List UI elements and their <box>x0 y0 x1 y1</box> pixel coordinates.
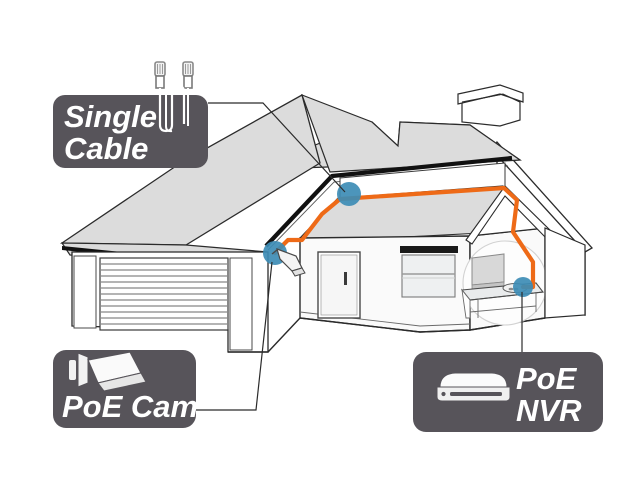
label-poe-cam[interactable]: PoE Cam <box>53 350 198 428</box>
poe-cam-label: PoE Cam <box>62 389 198 424</box>
garage-roller-door[interactable] <box>99 257 229 331</box>
window-awning-icon <box>400 246 458 253</box>
leader-single-cable <box>208 102 346 193</box>
right-return-wall <box>544 227 586 319</box>
entry-door[interactable] <box>317 251 361 319</box>
single-cable-line1: Single <box>64 99 157 134</box>
poe-nvr-line1: PoE <box>516 361 578 396</box>
roof-chimney <box>457 84 524 127</box>
marker-nvr-connection-point[interactable] <box>513 277 533 297</box>
awning-window[interactable] <box>400 246 458 298</box>
marker-roof-cable-entry[interactable] <box>337 182 361 206</box>
wall-mounted-poe-camera <box>271 248 306 277</box>
desk-monitor <box>471 253 505 290</box>
poe-cable-run <box>272 185 536 290</box>
nvr-box-icon <box>436 372 511 402</box>
garage-left-jamb <box>73 255 97 329</box>
upper-roof-plane <box>300 93 522 173</box>
bullet-camera-icon <box>69 351 147 392</box>
poe-nvr-line2: NVR <box>516 393 582 428</box>
label-poe-nvr[interactable]: PoE NVR <box>413 352 603 432</box>
ethernet-cable-icon <box>154 61 194 133</box>
garage-right-jamb <box>229 257 253 351</box>
label-single-cable[interactable]: Single Cable <box>53 61 208 168</box>
roof-ridge-line <box>264 155 513 248</box>
leader-poe-cam <box>196 261 273 411</box>
single-cable-line2: Cable <box>64 131 148 166</box>
ground-baseline <box>228 317 546 353</box>
door-handle-icon <box>344 272 347 285</box>
